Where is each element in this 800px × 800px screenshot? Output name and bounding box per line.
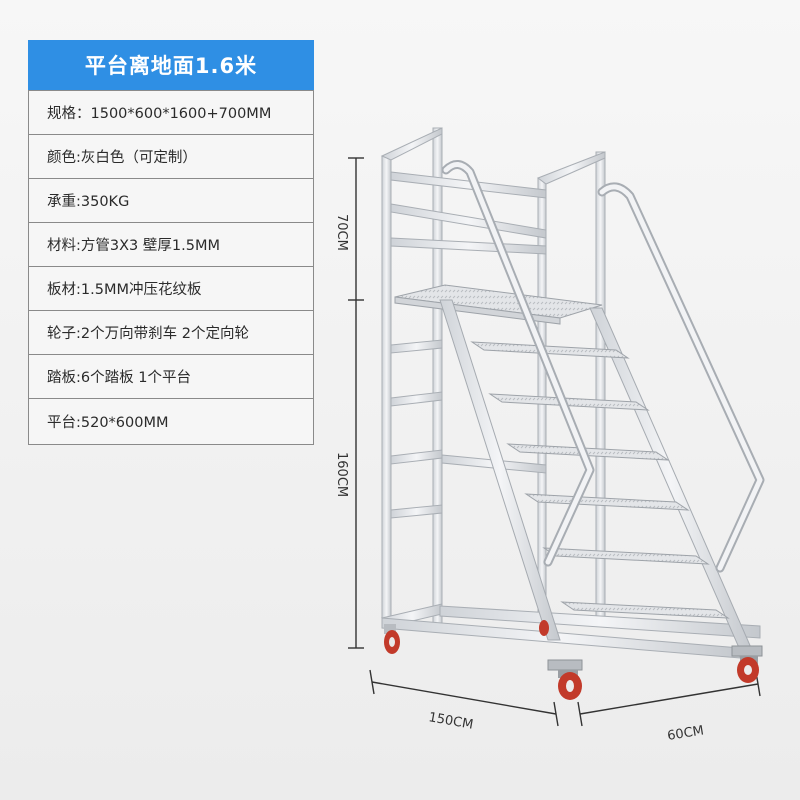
handrails [441,160,765,573]
wheel-back-left [384,624,400,654]
wheel-front-left [547,659,583,700]
dim-lower-height: 160CM [334,452,349,497]
steps [470,341,730,619]
dim-width: 60CM [666,723,705,744]
wheel-front-right [731,645,763,683]
spec-row-load: 承重:350KG [29,178,313,222]
ladder-frame [380,127,761,659]
dim-upper-height: 70CM [334,214,349,251]
spec-row-material: 材料:方管3X3 壁厚1.5MM [29,222,313,266]
spec-panel: 平台离地面1.6米 规格：1500*600*1600+700MM 颜色:灰白色（… [28,40,314,445]
wheel-back-right [539,620,549,636]
wheels [384,620,763,700]
spec-row-steps: 踏板:6个踏板 1个平台 [29,354,313,398]
dim-length: 150CM [427,710,474,733]
spec-table: 规格：1500*600*1600+700MM 颜色:灰白色（可定制） 承重:35… [28,90,314,445]
spec-row-plate: 板材:1.5MM冲压花纹板 [29,266,313,310]
spec-title: 平台离地面1.6米 [28,40,314,90]
spec-row-color: 颜色:灰白色（可定制） [29,134,313,178]
dimension-lines [348,157,761,727]
spec-row-wheels: 轮子:2个万向带刹车 2个定向轮 [29,310,313,354]
spec-row-platform: 平台:520*600MM [29,398,313,444]
spec-row-size: 规格：1500*600*1600+700MM [29,90,313,134]
